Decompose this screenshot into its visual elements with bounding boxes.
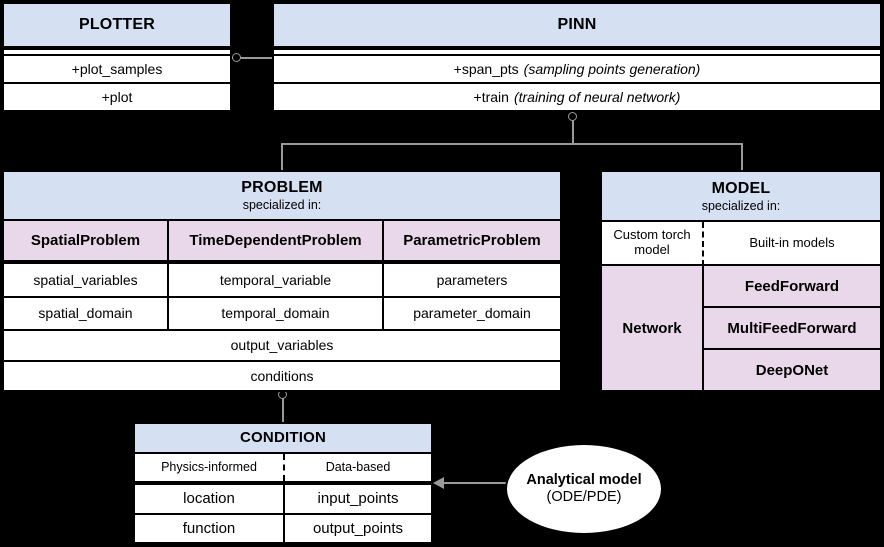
- model-custom-label: Custom torch model: [602, 222, 702, 266]
- connector-drop-model: [741, 143, 743, 171]
- connector-pinn-stem: [572, 118, 574, 144]
- condition-header: CONDITION: [135, 424, 431, 454]
- problem-attr-spatial-variables: spatial_variables: [4, 264, 167, 296]
- connector-endpoint-pinn: [568, 112, 577, 121]
- pinn-method-1-name: +train: [473, 89, 509, 105]
- condition-kind-physics[interactable]: Physics-informed: [135, 453, 283, 481]
- problem-attr-spatial-domain: spatial_domain: [4, 297, 167, 330]
- condition-row-0: location input_points: [135, 483, 431, 513]
- condition-attr-function: function: [135, 514, 283, 542]
- plotter-title: PLOTTER: [78, 16, 156, 33]
- problem-subclass-parametric[interactable]: ParametricProblem: [382, 221, 560, 261]
- model-custom-column: Custom torch model Network: [602, 222, 702, 390]
- problem-subclass-spatial[interactable]: SpatialProblem: [4, 221, 167, 261]
- problem-subtitle: specialized in:: [242, 198, 322, 213]
- condition-kind-row: Physics-informed Data-based: [135, 453, 431, 483]
- problem-attr-temporal-domain: temporal_domain: [167, 297, 382, 330]
- condition-kind-data[interactable]: Data-based: [283, 453, 431, 481]
- class-box-pinn[interactable]: PINN +span_pts (sampling points generati…: [272, 2, 882, 112]
- connector-bus-problem-model: [281, 143, 743, 145]
- class-box-plotter[interactable]: PLOTTER +plot_samples +plot: [2, 2, 232, 112]
- plotter-method-0[interactable]: +plot_samples: [4, 56, 230, 82]
- class-box-condition[interactable]: CONDITION Physics-informed Data-based lo…: [133, 422, 433, 544]
- connector-drop-problem: [281, 143, 283, 171]
- problem-attr-temporal-variable: temporal_variable: [167, 264, 382, 296]
- plotter-attributes-compartment: [4, 48, 230, 56]
- condition-attr-input-points: input_points: [283, 485, 431, 513]
- model-builtin-feedforward[interactable]: FeedForward: [702, 266, 880, 306]
- model-body: Custom torch model Network Built-in mode…: [602, 222, 880, 390]
- problem-attr-parameters: parameters: [382, 264, 560, 296]
- condition-attr-output-points: output_points: [283, 514, 431, 542]
- class-box-problem[interactable]: PROBLEM specialized in: SpatialProblem T…: [2, 170, 562, 392]
- analytical-model-line2: (ODE/PDE): [546, 489, 622, 505]
- model-builtin-multifeedforward[interactable]: MultiFeedForward: [702, 306, 880, 348]
- connector-problem-condition: [282, 396, 284, 423]
- pinn-method-1[interactable]: +train (training of neural network): [274, 82, 880, 110]
- pinn-method-0[interactable]: +span_pts (sampling points generation): [274, 56, 880, 82]
- pinn-method-0-name: +span_pts: [453, 61, 519, 77]
- analytical-model-line1: Analytical model: [526, 471, 642, 488]
- problem-attribute-row-1: spatial_domain temporal_domain parameter…: [4, 295, 560, 330]
- model-builtin-column: Built-in models FeedForward MultiFeedFor…: [702, 222, 880, 390]
- problem-subclass-row: SpatialProblem TimeDependentProblem Para…: [4, 221, 560, 263]
- connector-analytical-condition: [443, 482, 509, 484]
- pinn-header: PINN: [274, 4, 880, 48]
- model-builtin-deeponet[interactable]: DeepONet: [702, 348, 880, 390]
- connector-plotter-pinn: [232, 57, 274, 59]
- analytical-model-node[interactable]: Analytical model (ODE/PDE): [505, 443, 663, 535]
- problem-attribute-row-0: spatial_variables temporal_variable para…: [4, 262, 560, 296]
- condition-attr-location: location: [135, 485, 283, 513]
- model-builtin-label: Built-in models: [702, 222, 880, 266]
- pinn-method-1-note: (training of neural network): [513, 89, 681, 105]
- problem-attr-output-variables: output_variables: [4, 331, 560, 360]
- condition-title: CONDITION: [240, 429, 326, 447]
- problem-shared-row-1: conditions: [4, 359, 560, 390]
- model-header: MODEL specialized in:: [602, 172, 880, 222]
- connector-endpoint-plotter: [232, 53, 241, 62]
- pinn-method-0-note: (sampling points generation): [523, 61, 701, 77]
- class-box-model[interactable]: MODEL specialized in: Custom torch model…: [600, 170, 882, 392]
- model-title: MODEL: [711, 179, 771, 197]
- plotter-method-1[interactable]: +plot: [4, 82, 230, 110]
- model-network[interactable]: Network: [602, 266, 702, 390]
- model-subtitle: specialized in:: [701, 198, 781, 213]
- problem-attr-parameter-domain: parameter_domain: [382, 297, 560, 330]
- problem-shared-row-0: output_variables: [4, 329, 560, 360]
- problem-header: PROBLEM specialized in:: [4, 172, 560, 222]
- plotter-header: PLOTTER: [4, 4, 230, 48]
- arrowhead-icon: [433, 477, 444, 489]
- problem-subclass-timedependent[interactable]: TimeDependentProblem: [167, 221, 382, 261]
- problem-attr-conditions: conditions: [4, 361, 560, 390]
- pinn-title: PINN: [557, 16, 597, 33]
- problem-title: PROBLEM: [241, 179, 323, 197]
- pinn-attributes-compartment: [274, 48, 880, 56]
- condition-row-1: function output_points: [135, 512, 431, 542]
